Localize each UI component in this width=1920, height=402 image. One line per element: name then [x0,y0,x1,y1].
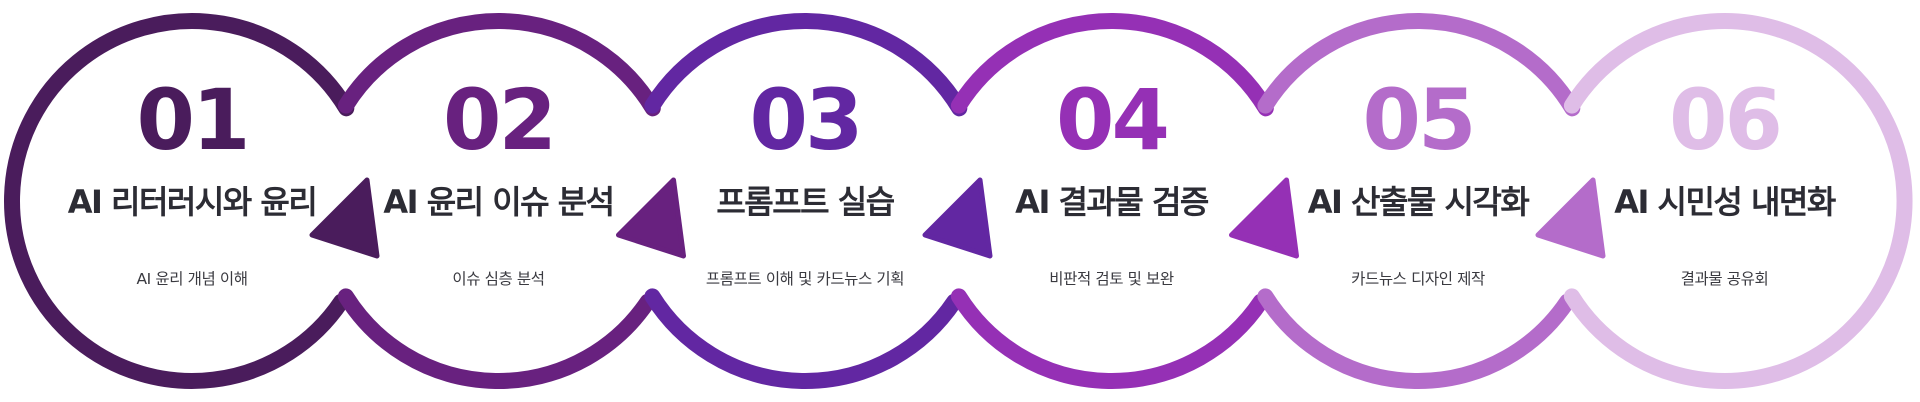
step-6-number: 06 [1669,71,1783,169]
step-2-ring-top-arc [337,13,661,117]
step-2-number: 02 [443,71,557,169]
step-1-ring-arc [4,13,355,389]
step-5-description: 카드뉴스 디자인 제작 [1351,270,1485,288]
step-3-ring-top-arc [644,13,968,117]
step-3-description: 프롬프트 이해 및 카드뉴스 기획 [705,270,905,288]
step-4-ring-bottom-arc [950,288,1269,389]
step-1-description: AI 윤리 개념 이해 [136,270,248,288]
step-4-title: AI 결과물 검증 [1015,183,1209,221]
step-5-ring [1257,13,1606,389]
step-6-description: 결과물 공유회 [1680,270,1769,288]
step-2-arrowhead-icon [616,177,686,259]
step-4-ring-top-arc [950,13,1274,117]
step-5-arrowhead-icon [1535,177,1606,259]
step-3-ring-bottom-arc [644,288,963,389]
step-4-description: 비판적 검토 및 보완 [1049,270,1174,288]
step-6-title: AI 시민성 내면화 [1614,183,1836,221]
step-2-description: 이슈 심층 분석 [452,270,545,288]
step-3-number: 03 [749,71,864,169]
step-5-number: 05 [1362,71,1477,169]
step-2-title: AI 윤리 이슈 분석 [383,183,615,221]
step-6-ring [1563,13,1913,389]
step-1-arrowhead-icon [309,177,380,259]
step-6-ring-arc [1563,13,1913,389]
step-1-number: 01 [136,71,251,169]
step-5-title: AI 산출물 시각화 [1307,183,1530,221]
step-3-ring [644,13,993,389]
step-4-arrowhead-icon [1229,177,1299,259]
step-4-number: 04 [1056,71,1170,169]
step-2-ring [337,13,686,389]
step-2-ring-bottom-arc [337,288,656,389]
step-3-title: 프롬프트 실습 [716,183,895,221]
step-3-arrowhead-icon [922,177,993,259]
step-4-ring [950,13,1299,389]
step-5-ring-top-arc [1257,13,1581,117]
step-1-title: AI 리터러시와 윤리 [67,183,318,221]
step-5-ring-bottom-arc [1257,288,1576,389]
step-1-ring [4,13,380,389]
